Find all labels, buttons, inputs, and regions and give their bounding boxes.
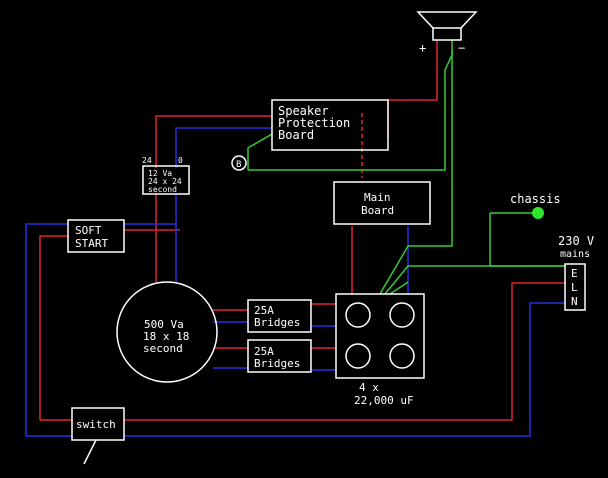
speaker-plus-label: + (419, 41, 426, 55)
mains-label-2: mains (560, 249, 590, 260)
bridge-2-label-2: Bridges (254, 357, 300, 370)
main-board (333, 181, 431, 225)
b-marker-label: B (236, 160, 241, 170)
capacitor-icon (389, 343, 415, 369)
caps-label-2: 22,000 uF (354, 394, 414, 407)
chassis-label: chassis (510, 192, 561, 206)
small-tx-label-2: 24 x 24 (148, 177, 182, 186)
small-transformer (142, 165, 190, 195)
bridge-1-label-2: Bridges (254, 316, 300, 329)
capacitor-icon (389, 302, 415, 328)
switch-lever-icon[interactable] (83, 439, 97, 465)
bridge-rectifier-1 (247, 299, 312, 333)
red-wires (39, 40, 565, 421)
terminal-n-label: N (571, 295, 578, 308)
capacitor-bank (335, 293, 425, 379)
bridge-rectifier-2 (247, 339, 312, 373)
chassis-ground-dot (532, 207, 544, 219)
small-tx-24-label: 24 (142, 156, 152, 165)
speaker-icon (416, 11, 478, 41)
bridge-2-label-1: 25A (254, 345, 274, 358)
bridge-1-label-1: 25A (254, 304, 274, 317)
capacitor-icon (345, 302, 371, 328)
big-tx-label-1: 500 Va (144, 318, 184, 331)
small-tx-label-3: second (148, 185, 177, 194)
capacitor-icon (345, 343, 371, 369)
main-board-label-2: Board (361, 204, 394, 217)
toroidal-transformer (116, 281, 218, 383)
mains-label-1: 230 V (558, 234, 594, 248)
switch-box[interactable] (71, 407, 125, 441)
blue-wires (25, 127, 565, 437)
components (67, 11, 586, 465)
small-tx-label-1: 12 Va (148, 169, 172, 178)
terminal-l-label: L (571, 281, 578, 294)
main-board-label-1: Main (364, 191, 391, 204)
mains-terminal-block (564, 263, 586, 311)
soft-start-label-2: START (75, 237, 108, 250)
big-tx-label-3: second (143, 342, 183, 355)
caps-label-1: 4 x (359, 381, 379, 394)
b-marker (231, 155, 247, 171)
soft-start-box (67, 219, 125, 253)
spb-label-3: Board (278, 128, 314, 142)
switch-label: switch (76, 418, 116, 431)
spb-label-2: Protection (278, 116, 350, 130)
green-wires (247, 40, 565, 295)
big-tx-label-2: 18 x 18 (143, 330, 189, 343)
spb-label-1: Speaker (278, 104, 329, 118)
soft-start-label-1: SOFT (75, 224, 102, 237)
small-tx-0-label: 0 (178, 156, 183, 165)
speaker-minus-label: − (458, 41, 465, 55)
terminal-e-label: E (571, 267, 578, 280)
speaker-protection-board (271, 99, 389, 151)
